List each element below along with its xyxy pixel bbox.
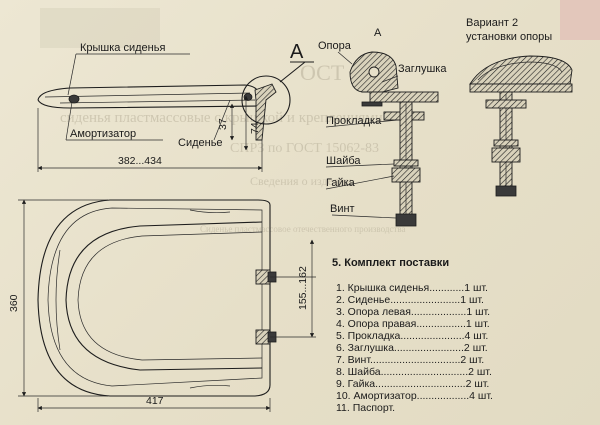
stamp-mark [560, 0, 600, 40]
kit-item: 9. Гайка...............................2… [336, 378, 489, 390]
dim-width: 417 [146, 395, 164, 407]
dim-height: 360 [8, 294, 20, 312]
variant-nut [495, 185, 517, 197]
dim-37: 37 [217, 118, 229, 130]
ghost-line-2: СПРЗ по ГОСТ 15062-83 [230, 141, 379, 156]
label-support: Опора [318, 40, 352, 52]
detail-a: A Опора Заглушка Прокладка Шайба Гайка В… [318, 27, 447, 227]
variant-plate [469, 83, 573, 93]
variant-support [469, 55, 573, 85]
kit-item: 8. Шайба..............................2 … [336, 366, 492, 378]
detail-letter: А [290, 41, 304, 63]
kit-item: 11. Паспорт. [336, 402, 395, 414]
background-bleed-text: ОСТ сиденья пластмассовые с крышкой и кр… [40, 0, 600, 234]
kit-item: 7. Винт...............................2 … [336, 354, 484, 366]
dim-hinge: 155...162 [297, 266, 309, 310]
variant-title-2: установки опоры [466, 31, 552, 43]
kit-item: 3. Опора левая...................1 шт. [336, 306, 490, 318]
variant-title-1: Вариант 2 [466, 17, 518, 29]
kit-item: 1. Крышка сиденья............1 шт. [336, 282, 488, 294]
kit-heading: 5. Комплект поставки [332, 257, 449, 269]
hinge-post [254, 83, 277, 141]
detail-a-circle [241, 75, 291, 125]
seat-outline [37, 199, 271, 397]
detail-nut [395, 213, 417, 227]
ghost-line-3: Сведения о изделии [250, 174, 352, 188]
kit-list: 5. Комплект поставки 1. Крышка сиденья..… [332, 257, 493, 414]
seat-opening [65, 221, 263, 371]
label-screw: Винт [330, 203, 355, 215]
kit-item: 4. Опора правая.................1 шт. [336, 318, 490, 330]
label-damper: Амортизатор [70, 128, 136, 140]
kit-item: 10. Амортизатор..................4 шт. [336, 390, 493, 402]
dim-74: 74 [249, 122, 261, 134]
variant-2: Вариант 2 установки опоры [466, 17, 573, 197]
ghost-title: ОСТ [300, 60, 345, 85]
label-gasket: Прокладка [326, 115, 382, 127]
ghost-line-1: сиденья пластмассовые с крышкой и крепле… [60, 110, 383, 126]
kit-item: 6. Заглушка........................2 шт. [336, 342, 488, 354]
detail-letter-small: A [374, 27, 382, 39]
dim-length: 382...434 [118, 155, 162, 167]
label-nut: Гайка [326, 177, 356, 189]
label-cover: Крышка сиденья [80, 42, 165, 54]
damper-front [68, 94, 80, 104]
side-view: А Крышка сиденья Амортизатор Сиденье 37 … [37, 41, 314, 172]
damper-rear [243, 93, 253, 101]
plan-view: 360 417 155...162 [8, 199, 316, 412]
label-seat: Сиденье [178, 137, 223, 149]
label-washer: Шайба [326, 155, 361, 167]
detail-plate [369, 91, 439, 103]
ghost-line-4: Сиденье пластмассовое отечественного про… [200, 224, 406, 234]
kit-item: 2. Сиденье........................1 шт. [336, 294, 484, 306]
label-plug: Заглушка [398, 63, 447, 75]
kit-item: 5. Прокладка......................4 шт. [336, 330, 488, 342]
